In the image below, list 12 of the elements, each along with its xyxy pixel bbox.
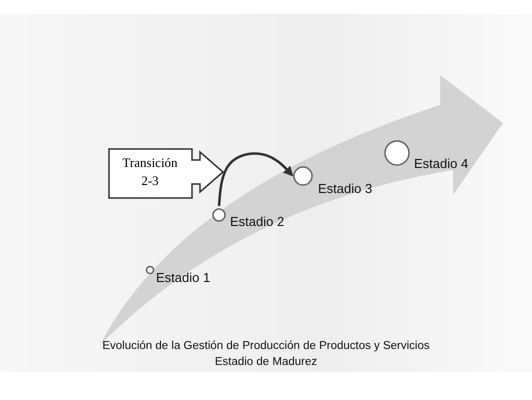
callout-text: Transición 2-3: [121, 154, 179, 190]
stage-circle: [212, 208, 226, 222]
stage-label: Estadio 1: [156, 270, 210, 285]
stage-label: Estadio 4: [414, 156, 468, 171]
stage-circle: [146, 266, 154, 274]
stage-circle: [293, 166, 313, 186]
stage-label: Estadio 3: [318, 181, 372, 196]
stage-label: Estadio 2: [230, 214, 284, 229]
curved-arrow: [218, 152, 294, 206]
caption-text: Evolución de la Gestión de Producción de Productos y Servicios: [101, 340, 431, 352]
caption-text: Estadio de Madurez: [214, 356, 318, 368]
stage-circle: [384, 140, 410, 166]
